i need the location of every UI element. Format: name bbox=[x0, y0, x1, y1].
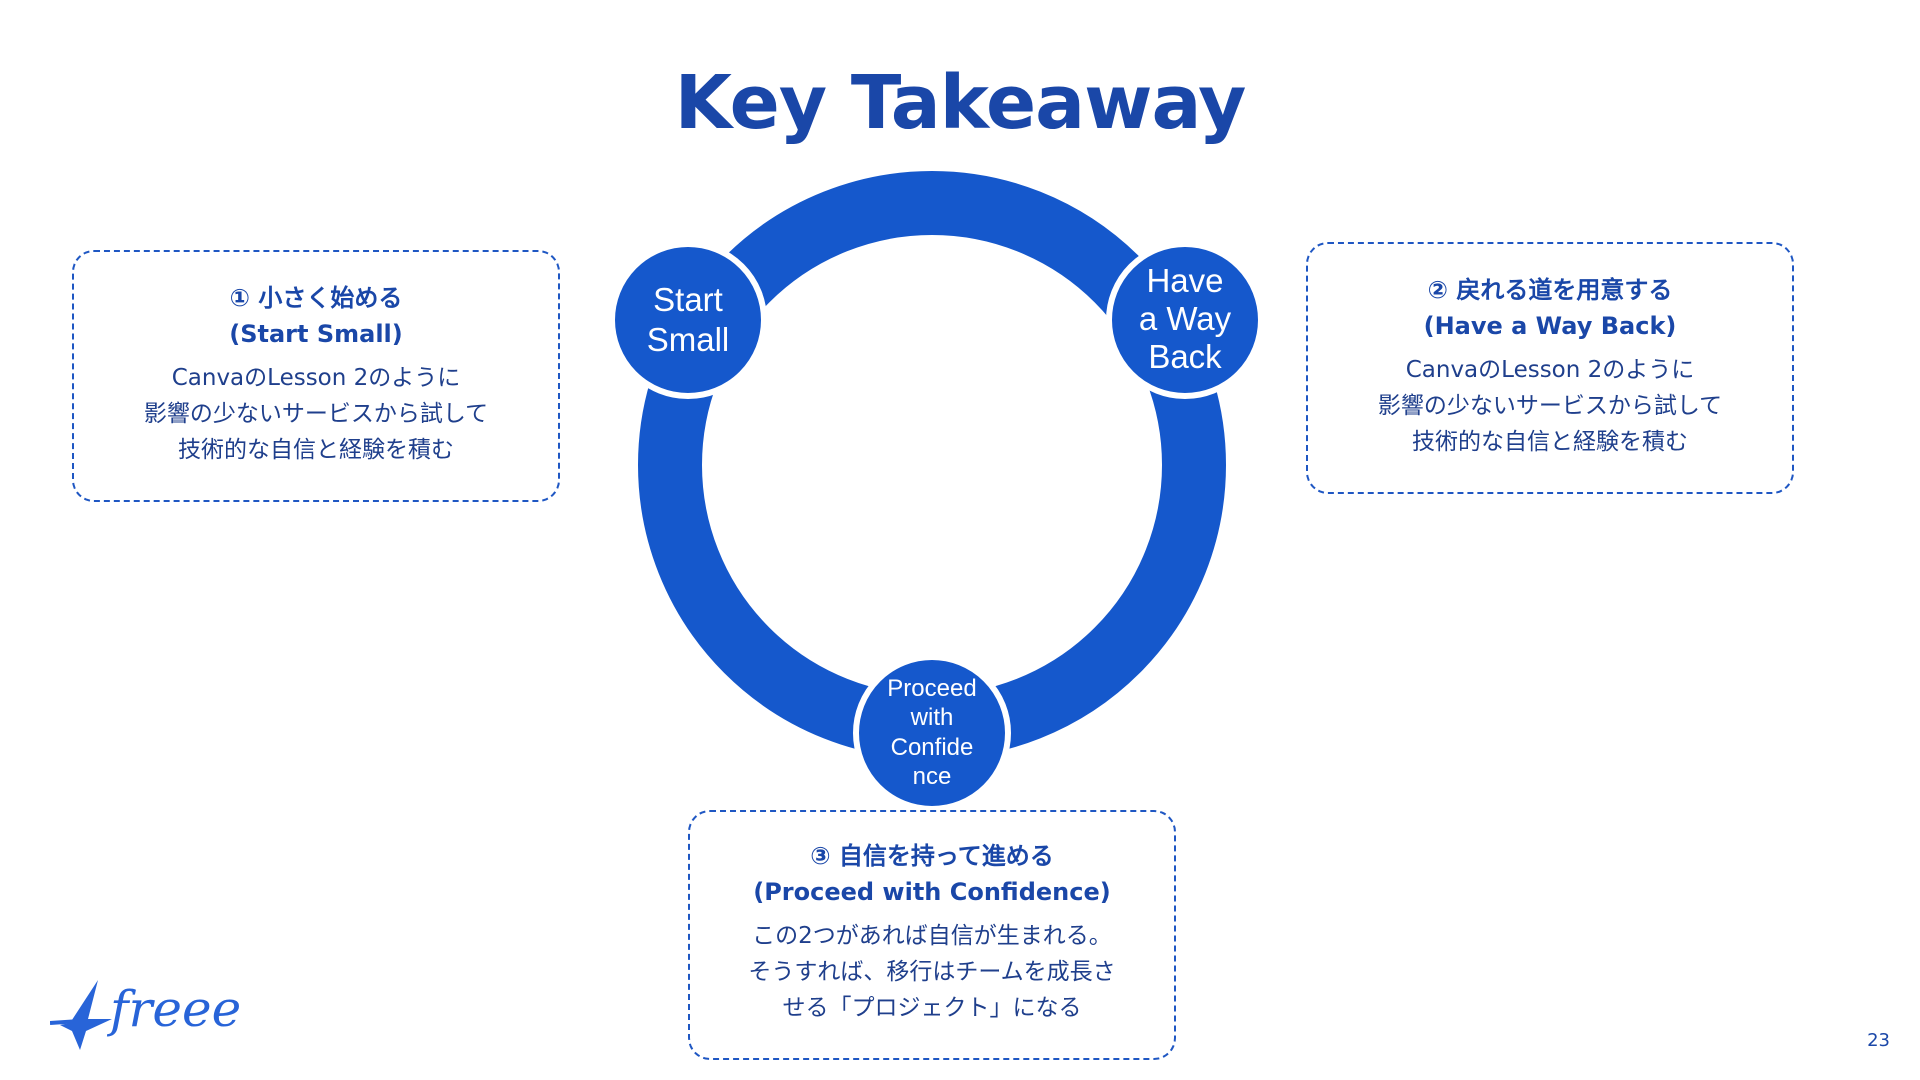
card-confidence-line: せる「プロジェクト」になる bbox=[782, 995, 1082, 1021]
card-confidence-line: この2つがあれば自信が生まれる。 bbox=[752, 923, 1112, 949]
card-start-line: CanvaのLesson 2のように bbox=[171, 365, 461, 391]
card-confidence-line: そうすれば、移行はチームを成長さ bbox=[748, 959, 1116, 985]
node-proceed bbox=[853, 654, 1011, 812]
card-start-heading: ① 小さく始める bbox=[229, 284, 403, 312]
node-proceed-line3: Confide bbox=[890, 733, 974, 761]
node-start-line1: Start bbox=[653, 281, 723, 318]
card-confidence-body: この2つがあれば自信が生まれる。 そうすれば、移行はチームを成長さ せる「プロジ… bbox=[690, 918, 1174, 1026]
node-start-line2: Small bbox=[646, 320, 730, 358]
card-confidence-subheading: (Proceed with Confidence) bbox=[753, 878, 1111, 906]
card-start-subheading: (Start Small) bbox=[229, 320, 403, 348]
card-start-body: CanvaのLesson 2のように 影響の少ないサービスから試して 技術的な自… bbox=[74, 360, 558, 468]
card-way-subheading: (Have a Way Back) bbox=[1423, 312, 1677, 340]
card-start-line: 技術的な自信と経験を積む bbox=[178, 437, 454, 463]
node-start-small bbox=[609, 241, 767, 399]
card-start-small: ① 小さく始める (Start Small) CanvaのLesson 2のよう… bbox=[72, 250, 560, 502]
logo-text: freee bbox=[110, 980, 242, 1038]
card-way-line: CanvaのLesson 2のように bbox=[1405, 357, 1695, 383]
node-start-label: Start Small bbox=[618, 280, 758, 359]
card-start-line: 影響の少ないサービスから試して bbox=[143, 401, 489, 427]
card-way-body: CanvaのLesson 2のように 影響の少ないサービスから試して 技術的な自… bbox=[1308, 352, 1792, 460]
card-way-back: ② 戻れる道を用意する (Have a Way Back) CanvaのLess… bbox=[1306, 242, 1794, 494]
bird-icon bbox=[50, 980, 112, 1050]
node-way-line2: a Way bbox=[1138, 299, 1232, 337]
node-have-a-way-back bbox=[1106, 241, 1264, 399]
node-way-line1: Have bbox=[1146, 262, 1224, 299]
card-confidence: ③ 自信を持って進める (Proceed with Confidence) この… bbox=[688, 810, 1176, 1060]
node-proceed-line2: with bbox=[910, 704, 954, 732]
page-number: 23 bbox=[1867, 1030, 1890, 1051]
node-way-line3: Back bbox=[1148, 337, 1222, 375]
card-way-line: 影響の少ないサービスから試して bbox=[1377, 393, 1723, 419]
node-proceed-line1: Proceed bbox=[887, 675, 977, 702]
node-proceed-label: Proceed with Confide nce bbox=[862, 674, 1002, 791]
node-way-label: Have a Way Back bbox=[1115, 262, 1255, 376]
card-way-heading: ② 戻れる道を用意する bbox=[1427, 276, 1673, 304]
card-way-line: 技術的な自信と経験を積む bbox=[1412, 429, 1688, 455]
card-confidence-heading: ③ 自信を持って進める bbox=[810, 842, 1054, 870]
node-proceed-line4: nce bbox=[912, 762, 952, 790]
page-title: Key Takeaway bbox=[674, 60, 1247, 146]
